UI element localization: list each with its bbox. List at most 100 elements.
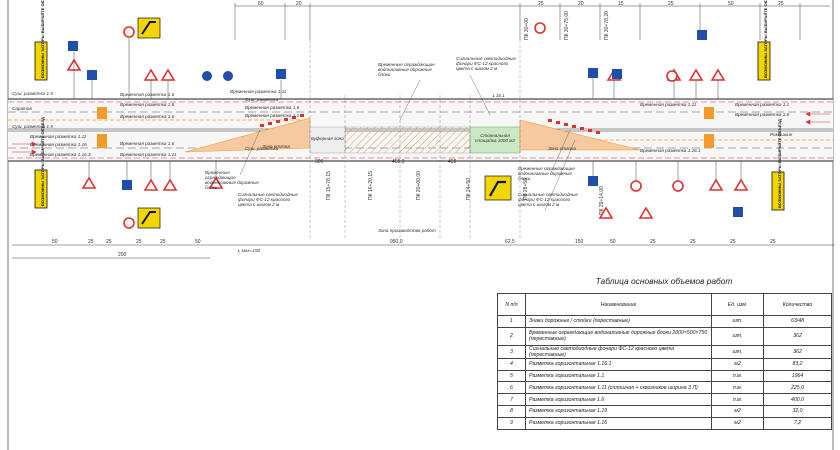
header-number: N п/п	[497, 293, 526, 316]
annotation-barriers-right: Временные ограждающие водоналивные дорож…	[518, 166, 575, 181]
label-direction-right: Ромашкин	[770, 132, 793, 137]
row-qty: 1964	[763, 369, 832, 383]
top-dimension-line	[234, 3, 830, 40]
label-direction-left: Саратов	[12, 106, 32, 111]
row-unit: м2	[711, 357, 764, 371]
dim-top-3: 20	[578, 1, 584, 7]
detour-sign-right-top	[757, 41, 771, 81]
label-left-center: Суш. разметка 1.5	[12, 124, 53, 129]
chainage-2: ПК 20+00,00	[416, 171, 422, 200]
buffer-block-right-bottom	[704, 134, 714, 148]
header-qty: Количество	[763, 293, 832, 316]
row-name: Разметка горизонтальная 1.11 (сплошная +…	[525, 381, 712, 395]
direction-arrows	[12, 111, 830, 155]
detour-sign-left-bottom	[34, 169, 48, 209]
chainage-7: ПК 30+75,00	[564, 11, 570, 40]
sign-poles	[73, 38, 742, 181]
dim-bottom2-4: 150	[575, 239, 584, 245]
bottom-dimension-lines	[12, 244, 835, 259]
table-row: 4 Разметка горизонтальная 1.16.1 м2 83,2	[497, 357, 832, 371]
table-row: 9 Разметка горизонтальная 1.16 м2 7,2	[497, 416, 832, 430]
dim-top-0: 60	[258, 1, 264, 7]
label-mid-marking-1: Временная разметка 1.16	[30, 142, 87, 147]
label-work-zone: Зона производства работ	[378, 228, 436, 233]
row-unit: п.м.	[711, 393, 764, 406]
header-name: Наименование	[525, 293, 712, 316]
row-name: Разметка горизонтальная 1.6	[525, 393, 712, 406]
row-name: Знаки дорожные / стойки (переставные)	[525, 315, 712, 328]
row-unit: м2	[711, 416, 764, 430]
label-mid-marking-0: Временная разметка 1.11	[30, 134, 87, 139]
dim-bottom-6: 50	[610, 239, 616, 245]
dim-top-7: 25	[778, 1, 784, 7]
dim-bottom-3: 25	[136, 239, 142, 245]
dim-bottom2-2: 450	[448, 159, 457, 165]
label-bottom-marking-2: Временная разметка 1.11	[120, 152, 177, 157]
label-lane-0: Временная разметка 1.6	[245, 105, 300, 110]
dim-bottom2-1: 450,0	[392, 159, 405, 165]
chainage-4: ПК 28+50	[523, 178, 529, 200]
label-right-marking-3: Временная разметка 1.6	[735, 112, 790, 117]
row-name: Разметка горизонтальная 1.1	[525, 369, 712, 383]
label-top-marking-2: Временная разметка 1.6	[120, 114, 175, 119]
row-unit: шт.	[711, 326, 764, 346]
table-header-row: N п/п Наименование Ед. изм. Количество	[497, 293, 832, 316]
dim-bottom-10: 25	[770, 239, 776, 245]
leader-lines	[239, 74, 576, 211]
row-qty: 7,2	[763, 416, 832, 430]
row-unit: п.м.	[711, 381, 764, 395]
taper-left-lights	[260, 114, 304, 127]
row-name: Временные ограждающие водоналивные дорож…	[525, 326, 712, 346]
dim-bottom-8: 25	[690, 239, 696, 245]
row-unit: м2	[711, 404, 764, 418]
table-row: 3 Сигнальные светодиодные фонари ФС-12 к…	[497, 344, 832, 359]
row-name: Разметка горизонтальная 1.16.1	[525, 357, 712, 371]
label-top-marking-3: Временная разметка 1.11	[230, 89, 287, 94]
prohibition-sign-icons	[123, 22, 684, 229]
label-top-marking-0: Временная разметка 1.6	[120, 92, 175, 97]
dim-bottom-2: 25	[106, 239, 112, 245]
label-taper-zone-right: Зона отгона	[548, 146, 576, 151]
row-number: 4	[497, 357, 526, 371]
dim-bottom-9: 25	[730, 239, 736, 245]
row-qty: 362	[763, 326, 832, 346]
row-number: 9	[497, 416, 526, 430]
label-marking-small-3: Суш. разметка	[245, 146, 279, 151]
label-lane-1: Временная разметка 1.1	[245, 113, 300, 118]
label-right-marking-2: Временная разметка 1.16.1	[640, 148, 701, 153]
annotation-barriers-top: Временные ограждающие водоналивные дорож…	[378, 62, 435, 77]
buffer-block-left-top	[97, 107, 107, 119]
blue-sign-icons	[68, 30, 743, 217]
label-buffer-zone: Буферная зона	[311, 136, 344, 141]
label-right-marking-1: Временная разметка 1.1	[735, 102, 790, 107]
table-row: 2 Временные ограждающие водоналивные дор…	[497, 326, 832, 346]
table-row: 1 Знаки дорожные / стойки (переставные) …	[497, 315, 832, 328]
buffer-block-left-bottom	[97, 134, 107, 148]
chainage-5: ПК 29+14,00	[599, 186, 605, 215]
label-taper-zone: Зона отгона	[262, 144, 290, 149]
dim-top-1: 20	[296, 1, 302, 7]
dim-bottom-0: 50	[52, 239, 58, 245]
row-number: 7	[497, 393, 526, 406]
dim-top-2: 25	[538, 1, 544, 7]
annotation-lights-top-right: Сигнальные светодиодные фонари ФС-12 кра…	[456, 56, 516, 71]
dim-top-4: 15	[618, 1, 624, 7]
label-right-marking-0: Временная разметка 1.11	[640, 102, 697, 107]
dim-mid-bottom: 950,0	[390, 239, 403, 245]
table-row: 5 Разметка горизонтальная 1.1 п.м. 1964	[497, 369, 832, 383]
row-number: 2	[497, 326, 526, 346]
dim-top-6: 50	[728, 1, 734, 7]
row-number: 5	[497, 369, 526, 383]
row-name: Сигнальные светодиодные фонари ФС-12 кра…	[525, 344, 712, 359]
row-qty: 362	[763, 344, 832, 359]
chainage-0: ПК 15+78,15	[326, 171, 332, 200]
table-title: Таблица основных объемов работ	[595, 276, 733, 286]
row-number: 6	[497, 381, 526, 395]
table-row: 8 Разметка горизонтальная 1.19 м2 32,0	[497, 404, 832, 418]
row-number: 1	[497, 315, 526, 328]
row-qty: 83,2	[763, 357, 832, 371]
annotation-barriers-left: Временные ограждающие водоналивные дорож…	[205, 170, 259, 190]
row-qty: 63/48	[763, 315, 832, 328]
label-lmax: L мах=150	[238, 248, 261, 253]
dim-top-5: 25	[668, 1, 674, 7]
